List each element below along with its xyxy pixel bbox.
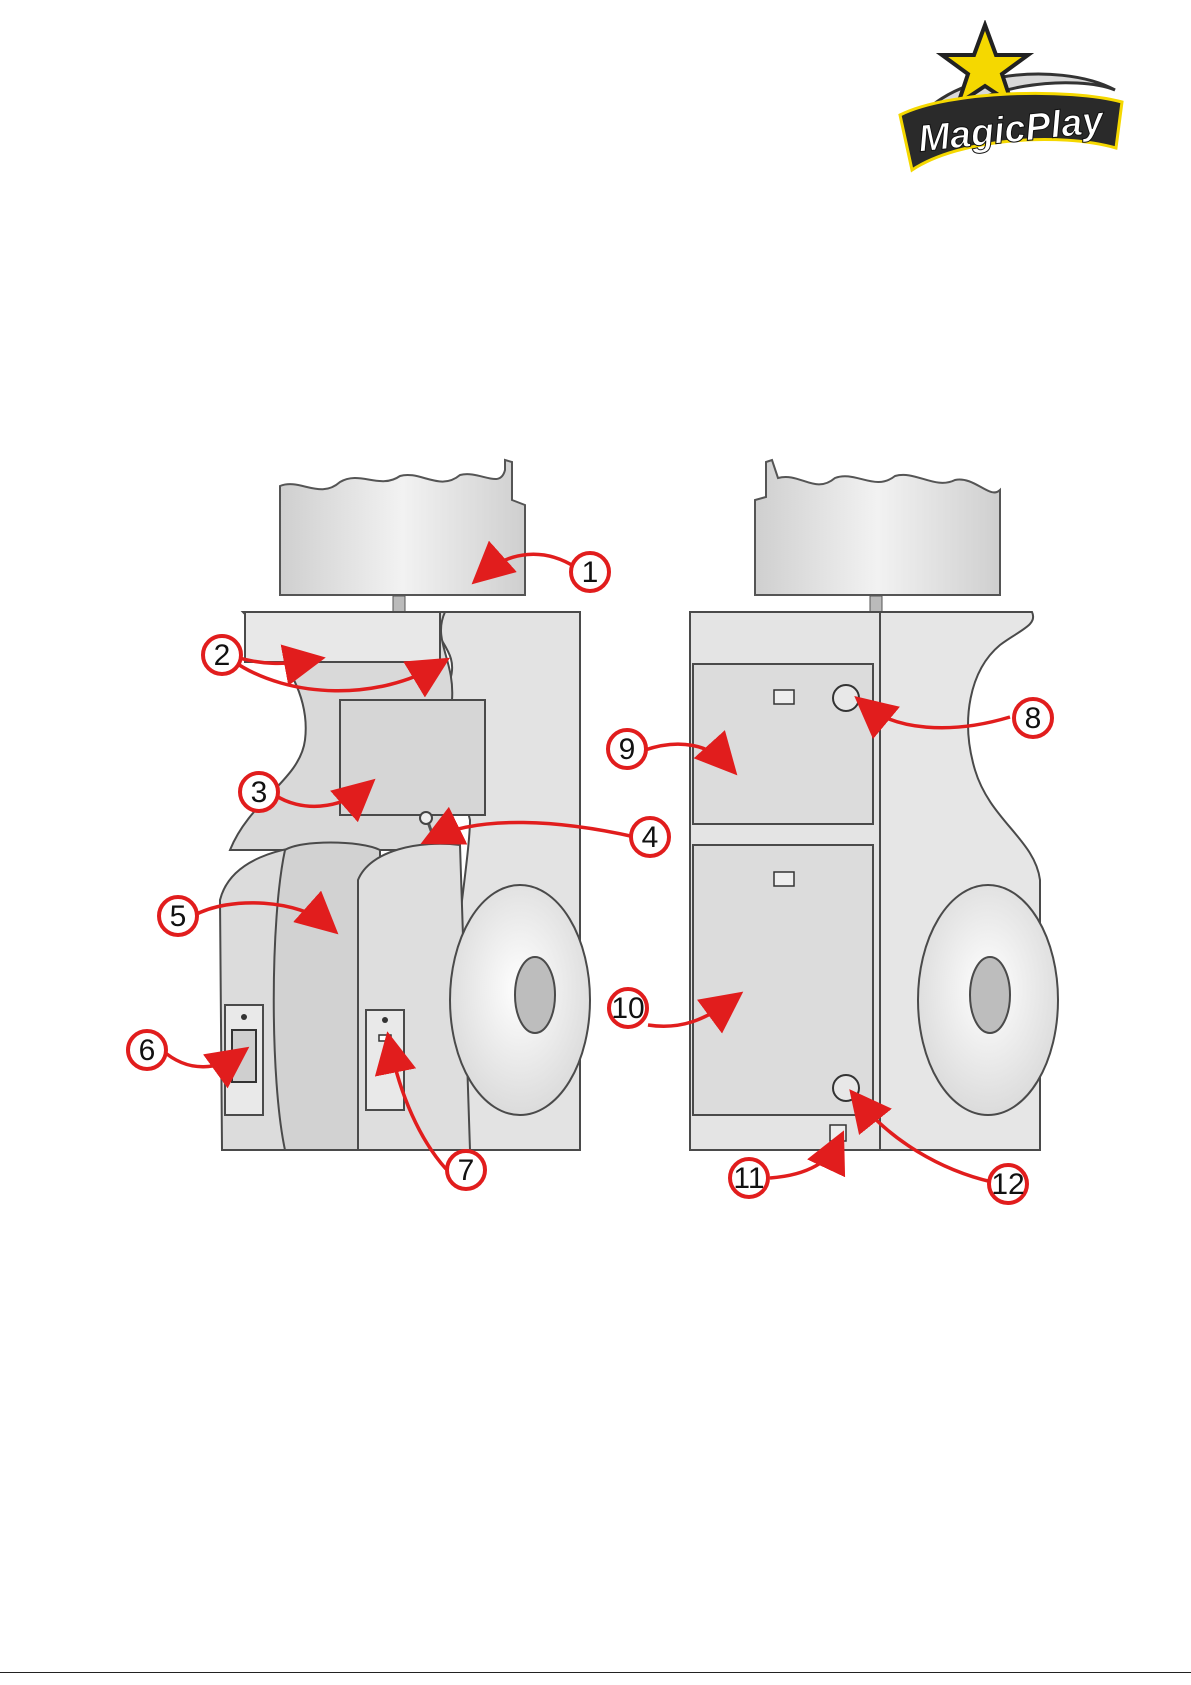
callout-3: 3 [240, 773, 278, 811]
back-view [690, 460, 1058, 1150]
callout-4: 4 [631, 818, 669, 856]
front-sign-pole [393, 596, 405, 612]
callout-number: 3 [251, 776, 268, 809]
back-upper-lock [774, 690, 794, 704]
back-lower-lock [774, 872, 794, 886]
callout-1: 1 [571, 553, 609, 591]
callout-number: 4 [642, 821, 659, 854]
callout-2: 2 [203, 636, 241, 674]
callout-number: 5 [170, 900, 187, 933]
callout-11: 11 [730, 1159, 768, 1197]
callout-number: 11 [733, 1162, 764, 1195]
callout-12: 12 [989, 1165, 1027, 1203]
callout-5: 5 [159, 897, 197, 935]
callout-number: 9 [619, 733, 636, 766]
callout-number: 1 [582, 556, 599, 589]
front-canopy [245, 612, 440, 662]
front-handle-knob [420, 812, 432, 824]
back-lower-vent [833, 1075, 859, 1101]
front-coin-slot [379, 1035, 391, 1041]
callout-10: 10 [609, 989, 647, 1027]
back-upper-vent [833, 685, 859, 711]
front-coin-led-left [241, 1014, 247, 1020]
callout-number: 2 [214, 639, 231, 672]
front-donut-hole [515, 957, 555, 1033]
front-top-sign [280, 460, 525, 595]
back-donut-hole [970, 957, 1010, 1033]
front-view [220, 460, 590, 1150]
footer-rule [0, 1672, 1191, 1673]
callout-number: 12 [991, 1168, 1024, 1201]
front-coin-led-right [382, 1017, 388, 1023]
callout-number: 6 [139, 1034, 156, 1067]
callout-7: 7 [447, 1151, 485, 1189]
callout-6: 6 [128, 1031, 166, 1069]
back-power-socket [830, 1125, 846, 1141]
back-sign-pole [870, 596, 882, 612]
front-screen [340, 700, 485, 815]
callout-number: 10 [611, 992, 644, 1025]
callout-8: 8 [1014, 699, 1052, 737]
callout-number: 8 [1025, 702, 1042, 735]
callout-number: 7 [458, 1154, 475, 1187]
back-top-sign [755, 460, 1000, 595]
front-coin-panel-right [366, 1010, 404, 1110]
callout-9: 9 [608, 730, 646, 768]
